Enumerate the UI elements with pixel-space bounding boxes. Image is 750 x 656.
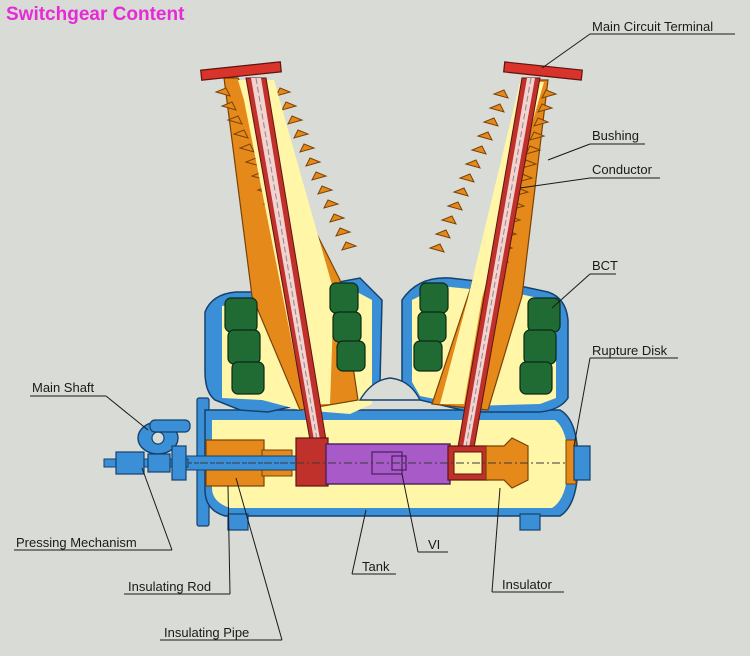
label-tank: Tank [362, 559, 390, 574]
page-title: Switchgear Content [6, 4, 185, 25]
label-rupture-disk: Rupture Disk [592, 343, 668, 358]
label-insulator: Insulator [502, 577, 552, 592]
leader-lines [14, 33, 735, 641]
rupture-disk [565, 439, 591, 485]
label-insulating-rod: Insulating Rod [128, 579, 212, 594]
pressing-mechanism [103, 445, 189, 481]
main-shaft [137, 419, 191, 455]
right-bushing [428, 61, 583, 471]
label-pressing-mechanism: Pressing Mechanism [16, 535, 137, 550]
label-conductor: Conductor [592, 162, 652, 177]
left-bushing [200, 61, 359, 441]
label-bushing: Bushing [592, 128, 639, 143]
label-main-shaft: Main Shaft [32, 380, 95, 395]
bct-cores [224, 282, 561, 395]
label-bct: BCT [592, 258, 618, 273]
tank-arch [358, 377, 422, 401]
vi [295, 437, 489, 487]
label-insulating-pipe: Insulating Pipe [164, 625, 250, 640]
label-vi: VI [428, 537, 441, 552]
label-main-circuit-terminal: Main Circuit Terminal [592, 19, 714, 34]
